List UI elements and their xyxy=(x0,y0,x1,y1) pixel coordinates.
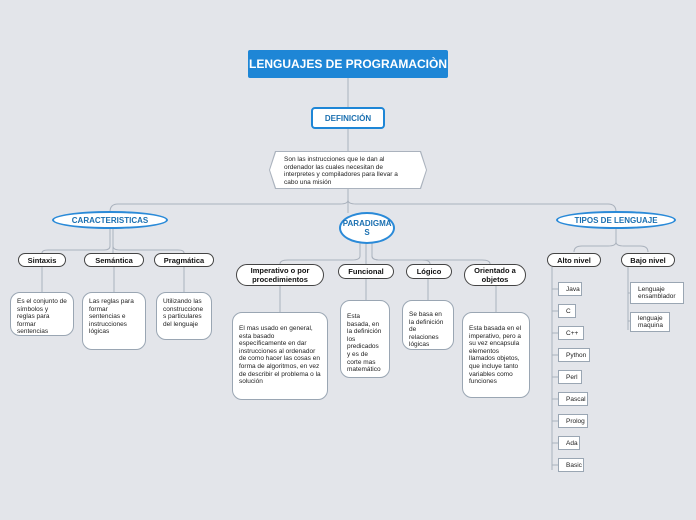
tipos-title: TIPOS DE LENGUAJE xyxy=(574,215,658,225)
lang-ensamblador-label: Lenguaje ensamblador xyxy=(638,285,676,301)
lang-perl[interactable]: Perl xyxy=(558,370,582,384)
lang-basic[interactable]: Basic xyxy=(558,458,584,472)
semantica-note[interactable]: Las reglas para formar sentencias e inst… xyxy=(82,292,146,350)
pragmatica-node[interactable]: Pragmática xyxy=(154,253,214,267)
bajo-nivel-label: Bajo nivel xyxy=(630,255,666,265)
lang-c-label: C xyxy=(566,307,571,315)
lang-c[interactable]: C xyxy=(558,304,576,318)
lang-cpp[interactable]: C++ xyxy=(558,326,584,340)
semantica-node[interactable]: Semántica xyxy=(84,253,144,267)
logico-node[interactable]: Lógico xyxy=(406,264,452,279)
funcional-label: Funcional xyxy=(348,267,384,276)
imperativo-note[interactable]: El mas usado en general, esta basado esp… xyxy=(232,312,328,400)
lang-ada-label: Ada xyxy=(566,439,578,447)
lang-pascal[interactable]: Pascal xyxy=(558,392,588,406)
orientado-objetos-label: Orientado a objetos xyxy=(474,266,516,284)
lang-prolog[interactable]: Prolog xyxy=(558,414,588,428)
semantica-label: Semántica xyxy=(95,255,133,265)
pragmatica-label: Pragmática xyxy=(163,255,205,265)
lang-python-label: Python xyxy=(566,351,587,359)
lang-ada[interactable]: Ada xyxy=(558,436,580,450)
imperativo-node[interactable]: Imperativo o por procedimientos xyxy=(236,264,324,286)
funcional-note-text: Esta basada, en la definición los predic… xyxy=(347,313,382,374)
lang-pascal-label: Pascal xyxy=(566,395,586,403)
orientado-objetos-node[interactable]: Orientado a objetos xyxy=(464,264,526,286)
imperativo-note-text: El mas usado en general, esta basado esp… xyxy=(239,325,321,386)
alto-nivel-node[interactable]: Alto nivel xyxy=(547,253,601,267)
root-title: LENGUAJES DE PROGRAMACIÒN xyxy=(248,57,448,71)
alto-nivel-label: Alto nivel xyxy=(557,255,591,265)
definicion-text: Son las instrucciones que le dan al orde… xyxy=(284,156,398,186)
paradigmas-node[interactable]: PARADIGMA S xyxy=(339,212,395,244)
caracteristicas-node[interactable]: CARACTERISTICAS xyxy=(52,211,168,229)
definicion-node[interactable]: DEFINICIÓN xyxy=(311,107,385,129)
pragmatica-note[interactable]: Utilizando las construccione s particula… xyxy=(156,292,212,340)
lang-java[interactable]: Java xyxy=(558,282,582,296)
logico-note[interactable]: Se basa en la definición de relaciones l… xyxy=(402,300,454,350)
lang-maquina[interactable]: lenguaje maquina xyxy=(630,312,670,332)
pragmatica-note-text: Utilizando las construccione s particula… xyxy=(163,298,204,328)
definicion-title: DEFINICIÓN xyxy=(324,113,372,123)
funcional-note[interactable]: Esta basada, en la definición los predic… xyxy=(340,300,390,378)
sintaxis-note[interactable]: Es el conjunto de símbolos y reglas para… xyxy=(10,292,74,336)
tipos-node[interactable]: TIPOS DE LENGUAJE xyxy=(556,211,676,229)
imperativo-label: Imperativo o por procedimientos xyxy=(250,266,310,284)
lang-maquina-label: lenguaje maquina xyxy=(638,314,663,330)
sintaxis-node[interactable]: Sintaxis xyxy=(18,253,66,267)
funcional-node[interactable]: Funcional xyxy=(338,264,394,279)
lang-python[interactable]: Python xyxy=(558,348,590,362)
lang-cpp-label: C++ xyxy=(566,329,579,337)
root-node[interactable]: LENGUAJES DE PROGRAMACIÒN xyxy=(248,50,448,78)
logico-label: Lógico xyxy=(416,267,442,276)
sintaxis-label: Sintaxis xyxy=(27,255,57,265)
lang-basic-label: Basic xyxy=(566,461,582,469)
orientado-objetos-note[interactable]: Esta basada en el imperativo, pero a su … xyxy=(462,312,530,398)
semantica-note-text: Las reglas para formar sentencias e inst… xyxy=(89,298,134,336)
definicion-text-node[interactable]: Son las instrucciones que le dan al orde… xyxy=(270,152,426,188)
sintaxis-note-text: Es el conjunto de símbolos y reglas para… xyxy=(17,298,67,336)
lang-ensamblador[interactable]: Lenguaje ensamblador xyxy=(630,282,684,304)
paradigmas-title: PARADIGMA S xyxy=(342,219,392,237)
lang-perl-label: Perl xyxy=(566,373,578,381)
lang-java-label: Java xyxy=(566,285,580,293)
lang-prolog-label: Prolog xyxy=(566,417,585,425)
caracteristicas-title: CARACTERISTICAS xyxy=(71,215,149,225)
logico-note-text: Se basa en la definición de relaciones l… xyxy=(409,311,444,349)
orientado-objetos-note-text: Esta basada en el imperativo, pero a su … xyxy=(469,325,522,386)
bajo-nivel-node[interactable]: Bajo nivel xyxy=(621,253,675,267)
